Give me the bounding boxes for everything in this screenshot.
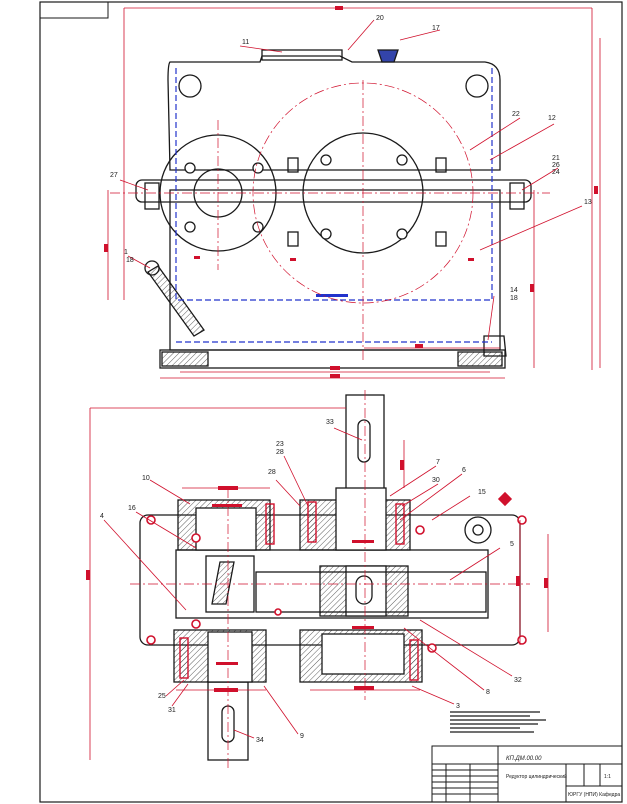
balloon-24: 24: [552, 169, 560, 176]
plan-view-leaders: [103, 427, 513, 739]
front-view-leaders: [119, 19, 583, 341]
output-shaft-keyway: [357, 419, 371, 463]
lifting-lug-left: [178, 74, 202, 98]
top-left-stamp-box: [39, 1, 109, 19]
balloon-6: 6: [462, 467, 466, 474]
gear-wheel-rim: [255, 571, 487, 613]
cap-screws: [179, 501, 419, 681]
drawing-designation: КП.ДМ.00.00: [506, 756, 542, 762]
base-plate: [159, 349, 506, 369]
balloon-11: 11: [242, 39, 249, 46]
drawing-title: Редуктор цилиндрический: [506, 773, 567, 780]
balloon-16: 16: [128, 505, 136, 512]
balloon-31: 31: [168, 707, 176, 714]
balloon-13: 13: [584, 199, 592, 206]
front-view-hidden-lines: [175, 68, 493, 343]
balloon-21: 21: [552, 155, 560, 162]
balloon-5: 5: [510, 541, 514, 548]
housing-base-outline: [169, 189, 501, 351]
organization: ЮРГУ (НПИ) Кафедра: [568, 792, 620, 798]
drawing-scale: 1:1: [604, 774, 611, 780]
base-plate-hatch-left: [161, 351, 209, 367]
lifting-eye: [464, 516, 492, 544]
balloon-12: 12: [548, 115, 556, 122]
gear-wheel-bore: [345, 565, 387, 617]
sheet-border: [39, 1, 623, 803]
balloon-34: 34: [256, 737, 264, 744]
balloon-32: 32: [514, 677, 522, 684]
plan-balloons: 33 23 28 28 7 30 6 10 15 16 4 5 25 31 9 …: [100, 419, 522, 744]
cap-bolts: [184, 154, 408, 240]
balloon-33: 33: [326, 419, 334, 426]
balloon-8: 8: [486, 689, 490, 696]
lifting-lug-right: [465, 74, 489, 98]
front-view-center-lines: [110, 80, 550, 360]
front-balloons: 11 20 17 22 12 21 26 24 27 13 1 18 14 18: [110, 15, 592, 302]
balloon-3: 3: [456, 703, 460, 710]
balloon-18-right: 18: [510, 295, 518, 302]
balloon-17: 17: [432, 25, 440, 32]
oil-dipstick-head: [144, 260, 160, 276]
balloon-25: 25: [158, 693, 166, 700]
balloon-18-left: 18: [126, 257, 134, 264]
balloon-10: 10: [142, 475, 150, 482]
balloon-9: 9: [300, 733, 304, 740]
balloon-30: 30: [432, 477, 440, 484]
oil-dipstick: [147, 265, 205, 337]
plan-view-center-lines: [130, 390, 530, 770]
balloon-23: 23: [276, 441, 284, 448]
flange-studs: [144, 157, 525, 247]
plan-bolts: [146, 515, 527, 653]
inspection-cover: [261, 49, 343, 61]
base-plate-hatch-right: [457, 351, 503, 367]
balloon-1: 1: [124, 249, 128, 256]
plan-dimension-values: [86, 460, 548, 692]
pinion-teeth: [211, 561, 235, 605]
balloon-28a: 28: [276, 449, 284, 456]
technical-requirements: [450, 711, 546, 733]
balloon-4: 4: [100, 513, 104, 520]
drain-plug: [483, 335, 507, 357]
balloon-20: 20: [376, 15, 384, 22]
oil-level-mark: [316, 294, 348, 297]
front-dimension-values: [104, 6, 598, 378]
housing-flange: [135, 179, 532, 203]
balloon-28b: 28: [268, 469, 276, 476]
balloon-22: 22: [512, 111, 520, 118]
balloon-27: 27: [110, 172, 118, 179]
front-view: [135, 49, 532, 369]
title-block: [431, 745, 623, 803]
gear-wheel-keyway: [355, 575, 373, 605]
balloon-14: 14: [510, 287, 518, 294]
housing-cover-outline: [167, 55, 501, 171]
breather-plug: [377, 49, 399, 63]
balloon-26: 26: [552, 162, 560, 169]
balloon-7: 7: [436, 459, 440, 466]
plan-view: [139, 394, 527, 761]
balloon-15: 15: [478, 489, 486, 496]
